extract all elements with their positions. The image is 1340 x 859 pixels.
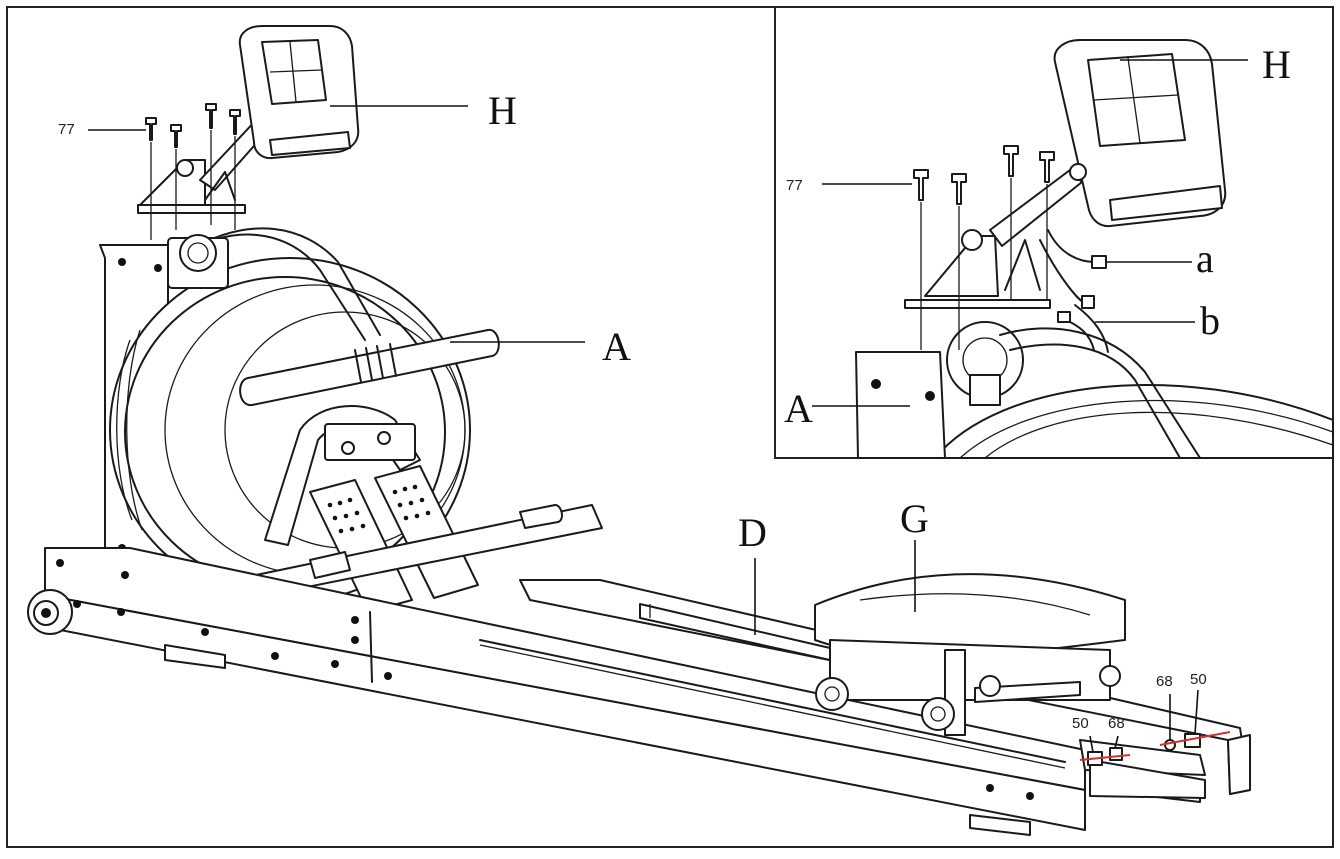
label-68-right: 68 — [1156, 673, 1173, 690]
console-monitor — [238, 25, 360, 160]
label-68-left: 68 — [1108, 715, 1125, 732]
console-bracket — [139, 159, 206, 206]
label-A-main: A — [602, 324, 631, 369]
label-H-inset: H — [1262, 42, 1291, 87]
screws-77-inset — [913, 145, 1055, 350]
label-G: G — [900, 496, 929, 541]
end-stop-hardware — [1079, 689, 1231, 766]
seat-roller-rear — [921, 697, 955, 731]
seat-roller-front — [815, 677, 849, 711]
label-H-main: H — [488, 88, 517, 133]
label-50-right: 50 — [1190, 671, 1207, 688]
label-77-inset: 77 — [786, 177, 803, 194]
seat — [814, 573, 1126, 736]
label-D: D — [738, 510, 767, 555]
screws-77-main — [145, 103, 241, 240]
label-A-inset: A — [784, 386, 813, 431]
inset-detail: H A a b 77 — [774, 6, 1334, 459]
rowing-machine-main: H A D G 77 50 68 68 50 — [27, 25, 1251, 836]
inset-console-monitor — [1053, 39, 1227, 228]
label-a: a — [1196, 236, 1214, 281]
inset-upright — [855, 351, 946, 459]
label-77-main: 77 — [58, 121, 75, 138]
label-50-left: 50 — [1072, 715, 1089, 732]
label-b: b — [1200, 298, 1220, 343]
